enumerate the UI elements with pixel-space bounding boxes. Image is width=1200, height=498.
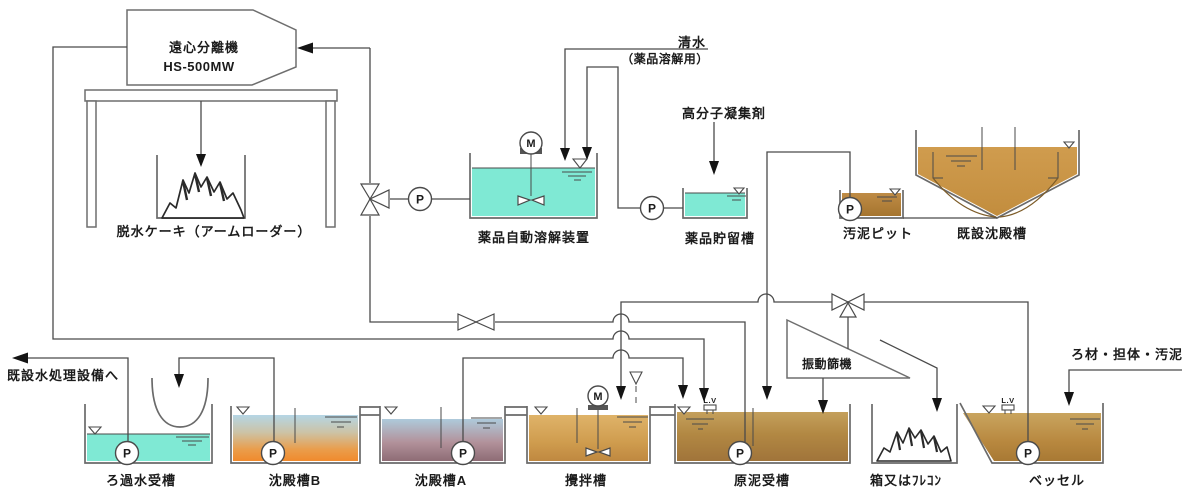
motor-label: M	[526, 138, 535, 150]
raw-sludge-label: 原泥受槽	[734, 473, 790, 488]
sed-b-label: 沈殿槽B	[269, 473, 321, 488]
pump-sed-b: P	[260, 440, 286, 466]
cake-container	[156, 155, 246, 219]
box-cake-pile	[876, 427, 952, 462]
pump-label: P	[459, 447, 467, 461]
pump-sed-a: P	[450, 440, 476, 466]
pump-sludge-pit: P	[837, 196, 863, 222]
raw-sludge-fill	[677, 412, 848, 461]
sedimentation-tank-a-shape	[379, 406, 506, 464]
clean-water-purpose-label: （薬品溶解用）	[621, 51, 709, 66]
motor-icon	[519, 131, 543, 155]
three-way-valve-sieve	[831, 293, 865, 318]
motor-icon	[587, 385, 609, 407]
pipe-network	[28, 46, 1182, 448]
pump-raw-sludge: P	[727, 440, 753, 466]
pump-dissolver: P	[407, 186, 433, 212]
centrifuge: 遠心分離機 HS-500MW	[126, 9, 297, 86]
polymer-label: 高分子凝集剤	[682, 106, 766, 121]
pump-filtered-water: P	[114, 440, 140, 466]
storage-water-fill	[685, 193, 745, 216]
chemical-storage-tank	[682, 188, 748, 219]
chemical-dissolver-label: 薬品自動溶解装置	[477, 230, 590, 245]
box-container-shape	[871, 404, 958, 464]
pump-chemical-storage: P	[639, 195, 665, 221]
mixing-tank-label: 攪拌槽	[565, 473, 607, 488]
chemical-storage-label: 薬品貯留槽	[684, 231, 755, 246]
pump-label: P	[736, 447, 744, 461]
vessel-label: ベッセル	[1029, 473, 1085, 488]
vibrating-sieve-label: 振動篩機	[802, 356, 852, 371]
filtered-water-label: ろ過水受槽	[106, 473, 176, 488]
filtered-water-fill	[87, 434, 210, 461]
inline-valve	[457, 313, 495, 331]
dissolver-mixer: M	[517, 131, 545, 206]
existing-sedimentation-tank-shape	[915, 127, 1080, 219]
existing-sed-fill	[918, 147, 1077, 216]
motor-label: M	[593, 391, 602, 403]
tank-connectors	[360, 406, 675, 416]
three-way-valve-dosing	[359, 183, 390, 216]
level-switch-vessel: L.V	[1001, 396, 1015, 414]
pump-label: P	[269, 447, 277, 461]
dissolver-water-fill	[472, 168, 595, 216]
curved-screen	[151, 377, 209, 428]
level-switch-label: L.V	[703, 396, 716, 405]
clean-water-label: 清水	[678, 35, 706, 50]
pump-label: P	[123, 447, 131, 461]
pump-label: P	[846, 203, 854, 217]
box-flecon-label: 箱又はﾌﾚｺﾝ	[870, 473, 942, 488]
cake-pile	[161, 172, 245, 219]
flow-arrows	[12, 42, 1074, 414]
vessel-fill	[963, 413, 1101, 461]
water-surface-lines	[176, 155, 1100, 446]
centrifuge-name: 遠心分離機	[169, 40, 239, 55]
vessel-shape	[959, 402, 1104, 464]
to-existing-wtp-label: 既設水処理設備へ	[7, 368, 119, 383]
sed-a-fill	[382, 419, 503, 461]
sed-a-label: 沈殿槽A	[415, 473, 467, 488]
pump-label: P	[1024, 447, 1032, 461]
hopper-curves	[932, 177, 1059, 218]
cake-shading	[181, 173, 226, 202]
diagram-labels: 脱水ケーキ（アームローダー） 清水 （薬品溶解用） 薬品自動溶解装置 高分子凝集…	[7, 35, 1183, 488]
dewatered-cake-label: 脱水ケーキ（アームローダー）	[117, 224, 312, 239]
centrifuge-model: HS-500MW	[163, 59, 234, 74]
existing-sed-label: 既設沈殿槽	[957, 226, 1027, 241]
pump-label: P	[416, 193, 424, 207]
level-switch-label: L.V	[1001, 396, 1014, 405]
sludge-pit-label: 汚泥ピット	[843, 226, 913, 241]
gantry-frame	[84, 89, 338, 228]
raw-sludge-tank-shape	[674, 404, 851, 464]
level-switch-raw-sludge: L.V	[703, 396, 717, 414]
pump-label: P	[648, 202, 656, 216]
dosing-funnel	[629, 371, 643, 403]
water-level-markers	[87, 141, 1076, 435]
pump-vessel: P	[1015, 440, 1041, 466]
media-carrier-sludge-label: ろ材・担体・汚泥	[1071, 347, 1183, 362]
mixing-tank-mixer: M	[585, 385, 611, 457]
filtered-water-tank-shape	[84, 404, 213, 464]
